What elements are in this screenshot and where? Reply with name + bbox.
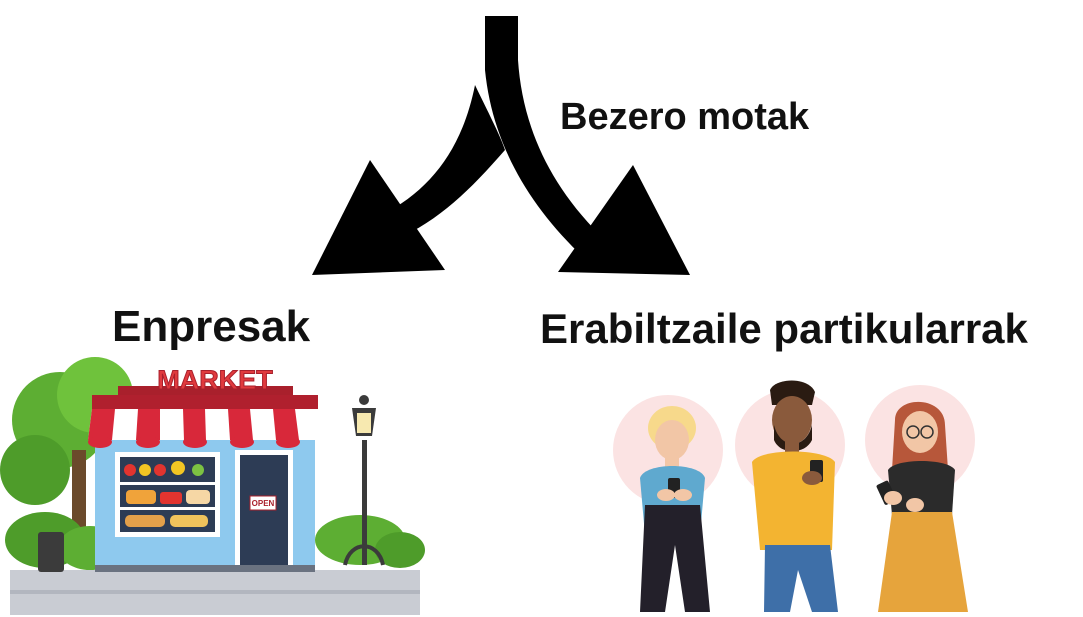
arrow-stem-right (485, 16, 600, 252)
person-woman-blonde (640, 406, 710, 612)
street-lamp-icon (343, 395, 385, 566)
arrowhead-left (312, 160, 445, 275)
market-sign-text: MARKET (157, 365, 273, 395)
person-woman-redhair (876, 401, 968, 612)
person-man-beard (752, 380, 838, 612)
awning (88, 395, 322, 448)
tree-trunk (72, 450, 86, 545)
trash-bin-icon (38, 532, 64, 572)
arrow-stem-left (382, 85, 505, 240)
diagram-title: Bezero motak (560, 96, 810, 138)
branch-label-enpresak: Enpresak (112, 302, 311, 351)
door-open-sign: OPEN (252, 499, 275, 508)
sign-board (118, 386, 293, 395)
branch-label-erabiltzaileak: Erabiltzaile partikularrak (540, 305, 1028, 352)
arrowhead-right (558, 165, 690, 275)
